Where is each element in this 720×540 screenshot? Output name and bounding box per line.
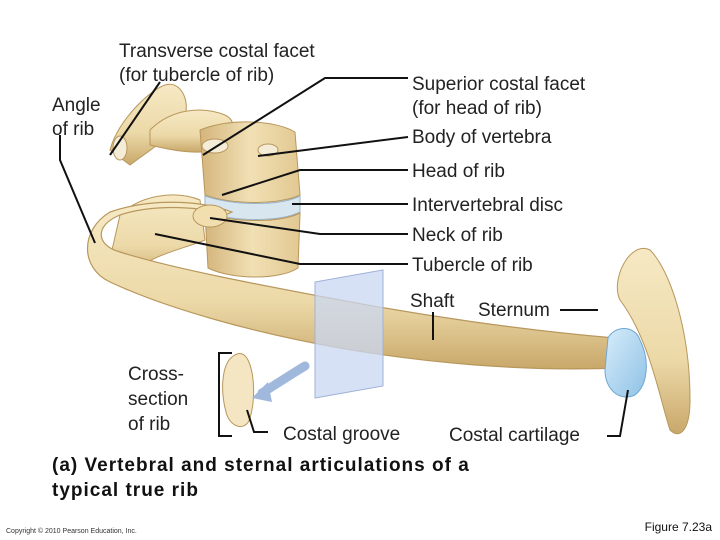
leader-angle-of-rib	[59, 135, 96, 244]
rib-head	[192, 204, 228, 228]
label-transverse-costal-facet: Transverse costal facet	[119, 41, 315, 62]
leader-lines	[59, 77, 629, 437]
cross-section-bracket	[218, 352, 232, 437]
label-cross-section-2: section	[128, 389, 189, 410]
caption-line-1: (a) Vertebral and sternal articulations …	[52, 455, 470, 476]
label-cross-section: Cross-	[128, 364, 184, 385]
angle-facet	[112, 135, 128, 161]
lower-vertebral-body	[204, 212, 301, 278]
leader-neck-of-rib	[209, 217, 408, 235]
copyright-notice: Copyright © 2010 Pearson Education, Inc.	[6, 528, 137, 535]
label-costal-groove: Costal groove	[283, 424, 401, 445]
leader-costal-groove	[246, 409, 268, 433]
costal-cartilage	[604, 328, 647, 398]
leader-transverse-costal-facet	[109, 81, 161, 156]
leader-costal-cartilage	[607, 389, 629, 437]
superior-costal-facet	[257, 143, 279, 157]
figure-number: Figure 7.23a	[644, 520, 712, 534]
label-head-of-rib: Head of rib	[412, 161, 505, 182]
label-intervertebral-disc: Intervertebral disc	[412, 195, 564, 216]
leader-tubercle-of-rib	[154, 233, 408, 265]
label-sternum: Sternum	[478, 300, 550, 321]
leader-body-of-vertebra	[257, 136, 409, 157]
caption-line-2: typical true rib	[52, 480, 199, 501]
cross-section-plane	[314, 269, 384, 399]
upper-vertebral-body	[199, 121, 301, 203]
label-costal-cartilage: Costal cartilage	[449, 425, 580, 446]
leader-superior-costal-facet	[202, 77, 408, 156]
label-angle-of-rib-sub: of rib	[52, 119, 95, 140]
label-cross-section-3: of rib	[128, 414, 171, 435]
leader-head-of-rib	[221, 169, 408, 196]
label-superior-costal-facet: Superior costal facet	[412, 74, 586, 95]
label-body-of-vertebra: Body of vertebra	[412, 127, 552, 148]
label-superior-costal-facet-sub: (for head of rib)	[412, 98, 542, 119]
cross-section-arrowhead	[252, 382, 272, 402]
label-shaft: Shaft	[410, 291, 455, 312]
label-angle-of-rib: Angle	[52, 95, 101, 116]
label-tubercle-of-rib: Tubercle of rib	[412, 255, 533, 276]
label-transverse-costal-facet-sub: (for tubercle of rib)	[119, 65, 275, 86]
label-neck-of-rib: Neck of rib	[412, 225, 503, 246]
figure-caption: (a) Vertebral and sternal articulations …	[52, 453, 572, 503]
sternum-bone	[616, 247, 691, 435]
